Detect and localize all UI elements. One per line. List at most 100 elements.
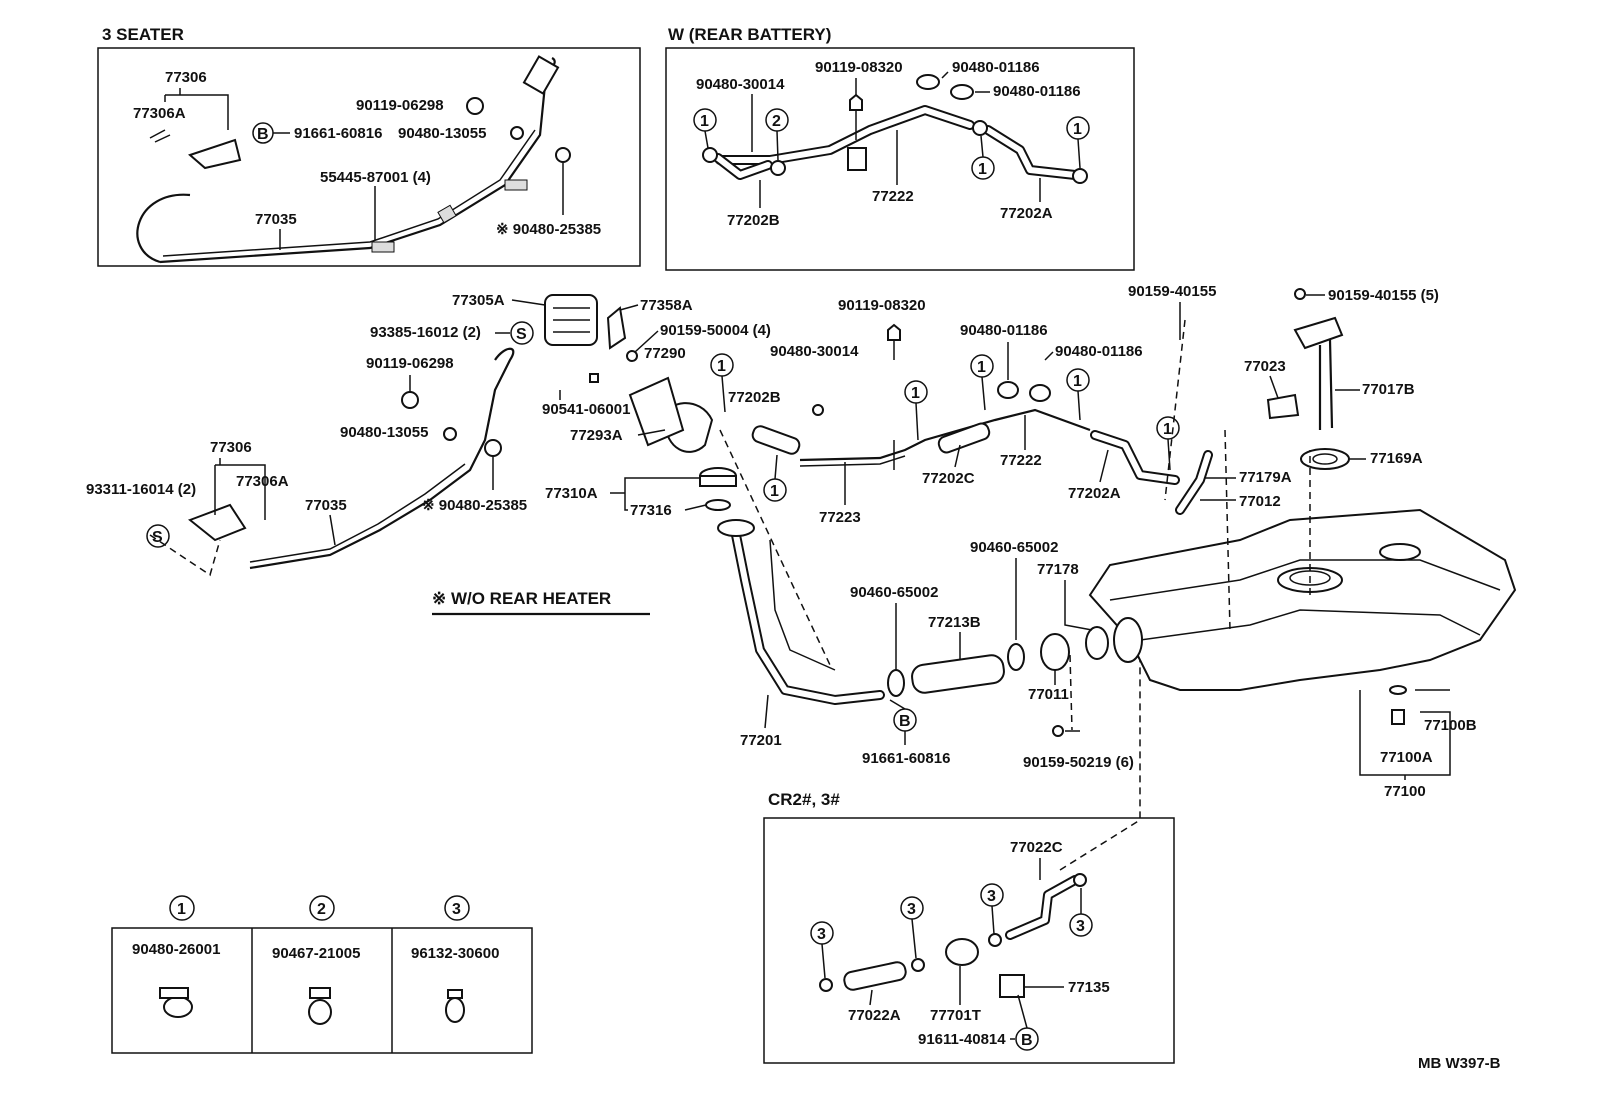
main-section: 77305A 77358A 93385-16012 (2) S 90159-50… <box>86 283 1517 871</box>
label-77202b: 77202B <box>728 389 781 406</box>
bracket-77023 <box>1266 393 1300 420</box>
housing-77290 <box>628 376 685 447</box>
label-90480-30014: 90480-30014 <box>770 343 859 360</box>
svg-text:1: 1 <box>1073 121 1082 138</box>
three-seater-section: 3 SEATER 77306 77306A B 91661-60816 9011… <box>97 25 641 267</box>
cr-section-title: CR2#, 3# <box>768 790 840 809</box>
svg-text:B: B <box>257 126 269 143</box>
label-77293a: 77293A <box>570 427 623 444</box>
three-seater-title: 3 SEATER <box>102 25 184 44</box>
svg-text:3: 3 <box>987 888 996 905</box>
opener-lever-77306 <box>188 503 247 542</box>
marker-s-93311 <box>146 524 170 548</box>
label-90480-01186b: 90480-01186 <box>1055 343 1143 360</box>
opener-cable-77035 <box>249 347 515 570</box>
filler-pipe-77201 <box>730 525 885 705</box>
hose-77213b <box>911 654 1005 694</box>
clamp-legend-part-1: 90480-26001 <box>132 941 220 958</box>
clamp-legend-part-3: 96132-30600 <box>411 945 499 962</box>
svg-text:3: 3 <box>907 901 916 918</box>
ts-latch-77306 <box>188 138 242 170</box>
cr-section: CR2#, 3# 3 3 3 3 77022C 77022A 77701T 77… <box>763 790 1175 1064</box>
label-90480-13055: 90480-13055 <box>340 424 428 441</box>
label-91661-60816: 91661-60816 <box>862 750 950 767</box>
svg-text:B: B <box>899 713 911 730</box>
svg-text:3: 3 <box>1076 918 1085 935</box>
cr-bracket-77135 <box>999 974 1025 998</box>
hose-77202b-main <box>751 425 801 455</box>
label-77023: 77023 <box>1244 358 1286 375</box>
gauge-sender-77017b <box>1293 316 1344 350</box>
svg-text:1: 1 <box>1073 373 1082 390</box>
label-93311: 93311-16014 (2) <box>86 481 196 498</box>
ts-label-90119: 90119-06298 <box>356 97 444 114</box>
label-77213b: 77213B <box>928 614 981 631</box>
rb-label-90480-30014: 90480-30014 <box>696 76 785 93</box>
svg-text:1: 1 <box>911 385 920 402</box>
rb-label-90119-08320: 90119-08320 <box>815 59 903 76</box>
label-90119-08320: 90119-08320 <box>838 297 926 314</box>
cr-label-91611: 91611-40814 <box>918 1031 1006 1048</box>
pipe-sub-77011 <box>1040 633 1070 671</box>
rear-battery-frame <box>665 47 1135 271</box>
ts-label-55445: 55445-87001 (4) <box>320 169 431 186</box>
clamp-legend-part-2: 90467-21005 <box>272 945 360 962</box>
svg-text:1: 1 <box>717 358 726 375</box>
label-77100b: 77100B <box>1424 717 1477 734</box>
svg-text:2: 2 <box>772 113 781 130</box>
gasket-77169a <box>1300 448 1350 470</box>
clamp-legend-table: 1 90480-26001 2 90467-21005 3 96132-3060… <box>111 895 533 1054</box>
rb-label-90480-01186a: 90480-01186 <box>952 59 1040 76</box>
rear-battery-title: W (REAR BATTERY) <box>668 25 831 44</box>
svg-text:1: 1 <box>1163 421 1172 438</box>
cr-label-77022c: 77022C <box>1010 839 1063 856</box>
svg-text:1: 1 <box>978 161 987 178</box>
label-77306: 77306 <box>210 439 252 456</box>
clamp-type-2-icon <box>308 999 332 1025</box>
ts-label-77306: 77306 <box>165 69 207 86</box>
label-77202a: 77202A <box>1068 485 1121 502</box>
label-90460-65002a: 90460-65002 <box>970 539 1058 556</box>
hose-77202c <box>937 422 991 454</box>
label-90159-50219: 90159-50219 (6) <box>1023 754 1134 771</box>
hinge-77358a <box>606 306 627 350</box>
label-77012: 77012 <box>1239 493 1281 510</box>
clamp-type-3-icon <box>445 997 465 1023</box>
ts-label-77306a: 77306A <box>133 105 186 122</box>
rb-label-77202a: 77202A <box>1000 205 1053 222</box>
label-77316: 77316 <box>630 502 672 519</box>
cr-label-77701t: 77701T <box>930 1007 981 1024</box>
ts-cable-end <box>522 55 560 95</box>
marker-s-93385 <box>510 321 534 345</box>
label-77100: 77100 <box>1384 783 1426 800</box>
svg-text:2: 2 <box>317 901 326 918</box>
cr-hose-77022a <box>843 961 907 991</box>
label-77222: 77222 <box>1000 452 1042 469</box>
label-77201: 77201 <box>740 732 782 749</box>
label-77290: 77290 <box>644 345 686 362</box>
label-77035: 77035 <box>305 497 347 514</box>
cr-label-77135: 77135 <box>1068 979 1110 996</box>
svg-text:S: S <box>152 529 163 546</box>
rb-label-77202b: 77202B <box>727 212 780 229</box>
ts-bolt-90119 <box>466 97 484 115</box>
clamp-legend-mark-2 <box>309 895 335 921</box>
fuel-tank-77100 <box>1088 508 1517 691</box>
clamp-type-1-icon <box>163 996 193 1018</box>
label-77169a: 77169A <box>1370 450 1423 467</box>
rb-pipe-77222 <box>715 105 975 165</box>
ts-label-77035: 77035 <box>255 211 297 228</box>
vent-pipe-77223 <box>799 408 1091 462</box>
three-seater-frame <box>97 47 641 267</box>
label-77358a: 77358A <box>640 297 693 314</box>
ts-clip-b <box>437 204 457 224</box>
svg-text:1: 1 <box>700 113 709 130</box>
ts-clip-c <box>504 179 528 191</box>
label-77011: 77011 <box>1028 686 1069 703</box>
label-77306a: 77306A <box>236 473 289 490</box>
label-77223: 77223 <box>819 509 861 526</box>
label-77310a: 77310A <box>545 485 598 502</box>
svg-text:S: S <box>516 326 527 343</box>
ts-label-90480-13055: 90480-13055 <box>398 125 486 142</box>
label-77017b: 77017B <box>1362 381 1415 398</box>
